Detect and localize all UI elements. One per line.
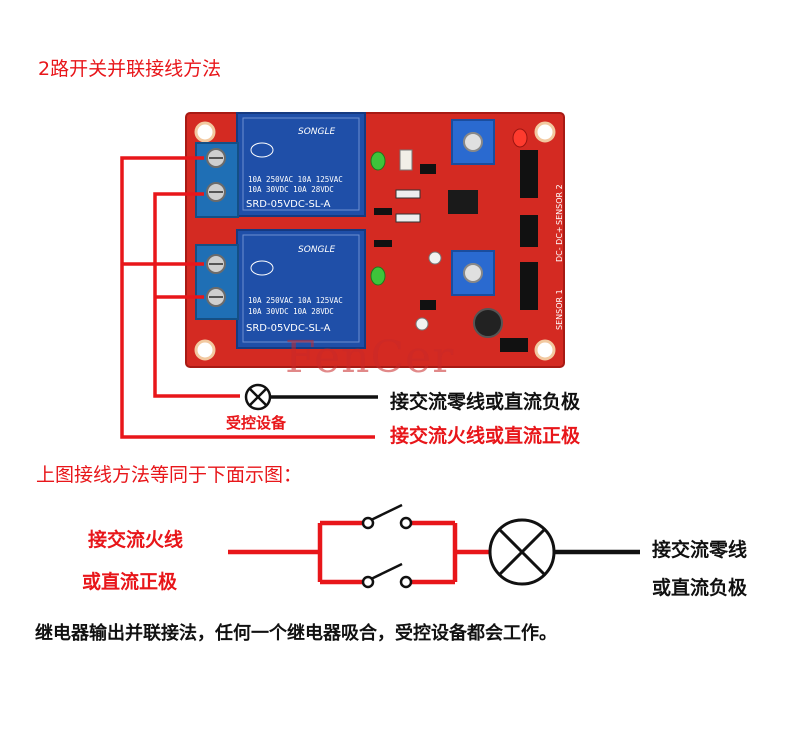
relay-1-model: SRD-05VDC-SL-A <box>246 199 331 210</box>
ic-chip-icon <box>448 190 478 214</box>
top-wiring-red <box>120 156 375 439</box>
switch-2-icon <box>361 562 413 589</box>
terminal-block-2 <box>195 244 239 320</box>
cqc-mark-icon <box>250 260 274 276</box>
mount-hole <box>194 339 216 361</box>
power-led-icon <box>512 128 528 148</box>
live-label-bottom-2: 或直流正极 <box>82 571 178 593</box>
relay-2: SONGLE 10A 250VAC 10A 125VAC 10A 30VDC 1… <box>236 229 366 349</box>
capacitor-icon <box>473 308 503 338</box>
section-subtitle: 上图接线方法等同于下面示图： <box>36 464 303 486</box>
status-led-icon <box>370 151 386 171</box>
power-pins-label: DC- DC+ <box>555 226 564 262</box>
cqc-mark-icon <box>250 142 274 158</box>
relay-2-rating-2: 10A 30VDC 10A 28VDC <box>248 307 334 316</box>
neutral-label-top: 接交流零线或直流负极 <box>390 391 581 413</box>
terminal-block-1 <box>195 142 239 218</box>
switch-1-icon <box>361 503 413 530</box>
live-label-top: 接交流火线或直流正极 <box>390 425 581 447</box>
live-label-bottom-1: 接交流火线 <box>88 529 184 551</box>
mount-hole <box>194 121 216 143</box>
page-title: 2路开关并联接线方法 <box>38 58 222 80</box>
relay-1-rating-2: 10A 30VDC 10A 28VDC <box>248 185 334 194</box>
status-led-icon <box>370 266 386 286</box>
relay-1-brand: SONGLE <box>298 127 336 137</box>
neutral-label-bottom-2: 或直流负极 <box>652 577 748 599</box>
mount-hole <box>534 339 556 361</box>
sensor-header-pins <box>520 150 538 310</box>
sensor1-label: SENSOR 1 <box>555 289 564 330</box>
relay-module-board: SONGLE 10A 250VAC 10A 125VAC 10A 30VDC 1… <box>185 112 565 368</box>
relay-2-rating-1: 10A 250VAC 10A 125VAC <box>248 296 343 305</box>
load-lamp-bottom-icon <box>488 518 556 586</box>
relay-2-model: SRD-05VDC-SL-A <box>246 323 331 334</box>
explanation-caption: 继电器输出并联接法，任何一个继电器吸合，受控设备都会工作。 <box>35 623 557 644</box>
relay-1-rating-1: 10A 250VAC 10A 125VAC <box>248 175 343 184</box>
potentiometer-icon <box>451 250 495 296</box>
sensor2-label: SENSOR 2 <box>555 184 564 225</box>
neutral-label-bottom-1: 接交流零线 <box>652 539 748 561</box>
mount-hole <box>534 121 556 143</box>
relay-1: SONGLE 10A 250VAC 10A 125VAC 10A 30VDC 1… <box>236 112 366 217</box>
load-label: 受控设备 <box>226 414 287 432</box>
load-lamp-top-icon <box>244 383 272 411</box>
watermark-text: FenCer <box>285 332 455 383</box>
relay-2-brand: SONGLE <box>298 245 336 255</box>
bottom-schematic <box>228 503 640 589</box>
